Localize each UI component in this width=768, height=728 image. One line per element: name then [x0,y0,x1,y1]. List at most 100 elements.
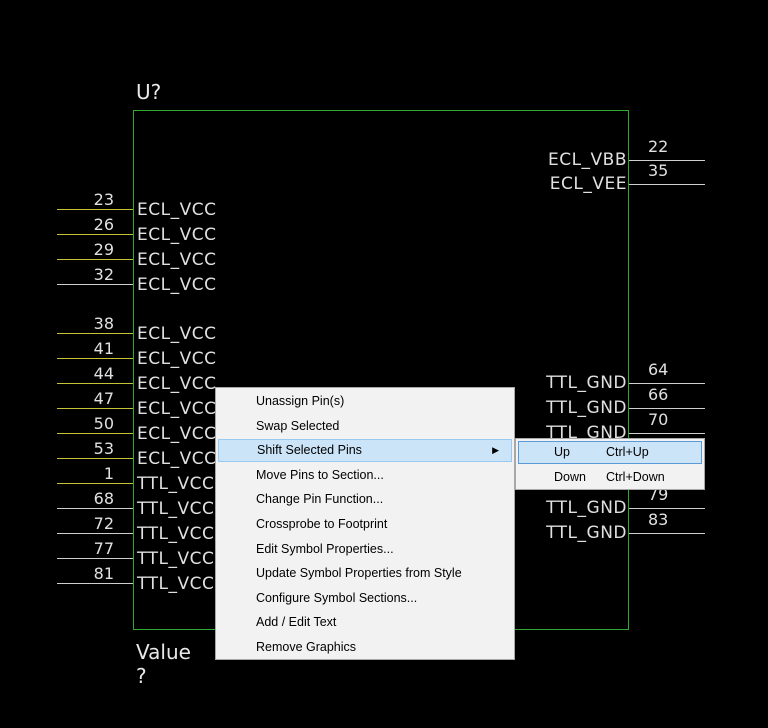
menu-item-label: Crossprobe to Footprint [256,517,388,531]
pin-name: ECL_VCC [137,349,217,369]
pin-name: TTL_GND [546,398,627,418]
submenu-item-down[interactable]: Down Ctrl+Down [518,466,702,489]
pin-number: 32 [93,265,114,284]
menu-item-remove-graphics[interactable]: Remove Graphics [218,636,512,659]
menu-item-label: Change Pin Function... [256,492,384,507]
value-text: ? [136,664,147,688]
pin-number: 23 [93,190,114,209]
pin-number: 47 [93,389,114,408]
pin-line[interactable] [629,184,705,185]
pin-number: 64 [648,360,669,379]
pin-number: 77 [93,539,114,558]
pin-name: TTL_GND [546,373,627,393]
submenu-item-shortcut: Ctrl+Up [606,445,649,459]
menu-item-label: Configure Symbol Sections... [256,590,418,605]
pin-line[interactable] [629,433,705,434]
reference-designator[interactable]: U? [136,80,162,104]
pin-number: 50 [93,414,114,433]
menu-item-label: Swap Selected [256,418,340,433]
pin-line[interactable] [629,408,705,409]
pin-line[interactable] [57,508,133,509]
pin-number: 81 [93,564,114,583]
pin-line[interactable] [57,284,133,285]
menu-item-move-pins-to-section[interactable]: Move Pins to Section... [218,464,512,487]
pin-line[interactable] [629,160,705,161]
pin-number: 38 [93,314,114,333]
pin-line[interactable] [57,259,133,260]
pin-name: TTL_VCC [137,549,215,569]
pin-line[interactable] [57,234,133,235]
menu-item-label: Shift Selected Pins [257,443,362,458]
pin-line[interactable] [629,383,705,384]
value-label: Value [136,640,191,664]
pin-number: 70 [648,410,669,429]
pin-line[interactable] [57,209,133,210]
pin-line[interactable] [57,483,133,484]
pin-name: TTL_VCC [137,524,215,544]
pin-name: TTL_GND [546,523,627,543]
menu-item-label: Unassign Pin(s) [256,394,345,408]
pin-name: TTL_VCC [137,499,215,519]
menu-item-label: Update Symbol Properties from Style [256,566,462,581]
menu-item-unassign-pin-s[interactable]: Unassign Pin(s) [218,390,512,413]
pin-number: 35 [648,161,669,180]
pin-name: ECL_VCC [137,399,217,419]
menu-item-swap-selected[interactable]: Swap Selected [218,415,512,438]
pin-number: 41 [93,339,114,358]
pin-number: 1 [103,464,114,483]
menu-item-configure-symbol-sections[interactable]: Configure Symbol Sections... [218,587,512,610]
menu-item-label: Edit Symbol Properties... [256,541,394,556]
pin-name: ECL_VCC [137,449,217,469]
pin-number: 29 [93,240,114,259]
pin-line[interactable] [57,333,133,334]
menu-item-update-symbol-properties-from-style[interactable]: Update Symbol Properties from Style [218,562,512,585]
submenu-arrow-icon: ▶ [492,445,499,456]
pin-name: ECL_VCC [137,250,217,270]
pin-line[interactable] [57,458,133,459]
pin-number: 26 [93,215,114,234]
pin-name: ECL_VCC [137,424,217,444]
menu-item-shift-selected-pins[interactable]: Shift Selected Pins ▶ [218,439,512,463]
pin-line[interactable] [57,583,133,584]
pin-line[interactable] [57,558,133,559]
pin-name: TTL_GND [546,498,627,518]
pin-line[interactable] [57,358,133,359]
menu-item-label: Move Pins to Section... [256,467,384,482]
pin-number: 66 [648,385,669,404]
submenu-item-label: Up [554,445,570,459]
menu-item-change-pin-function[interactable]: Change Pin Function... [218,488,512,511]
pin-number: 68 [93,489,114,508]
pin-name: ECL_VEE [549,174,627,194]
pin-name: ECL_VBB [547,150,627,170]
pin-name: ECL_VCC [137,225,217,245]
pin-name: ECL_VCC [137,200,217,220]
pin-name: TTL_VCC [137,574,215,594]
pin-line[interactable] [57,433,133,434]
menu-item-label: Remove Graphics [256,640,357,654]
menu-item-label: Add / Edit Text [256,615,337,630]
pin-line[interactable] [629,508,705,509]
submenu-item-label: Down [554,470,586,484]
pin-name: TTL_VCC [137,474,215,494]
menu-icon-gutter [216,388,244,659]
submenu-item-shortcut: Ctrl+Down [606,470,665,484]
pin-number: 44 [93,364,114,383]
menu-item-add-edit-text[interactable]: Add / Edit Text [218,611,512,634]
pin-name: ECL_VCC [137,324,217,344]
menu-item-edit-symbol-properties[interactable]: Edit Symbol Properties... [218,538,512,561]
submenu-item-up[interactable]: Up Ctrl+Up [518,441,702,464]
pin-line[interactable] [629,533,705,534]
menu-item-crossprobe-to-footprint[interactable]: Crossprobe to Footprint [218,513,512,536]
pin-number: 83 [648,510,669,529]
pin-name: ECL_VCC [137,374,217,394]
pin-number: 22 [648,137,669,156]
pin-line[interactable] [57,533,133,534]
pin-name: ECL_VCC [137,275,217,295]
pin-line[interactable] [57,408,133,409]
pin-number: 53 [93,439,114,458]
pin-line[interactable] [57,383,133,384]
pin-number: 72 [93,514,114,533]
value-field[interactable]: Value ? [136,640,191,688]
